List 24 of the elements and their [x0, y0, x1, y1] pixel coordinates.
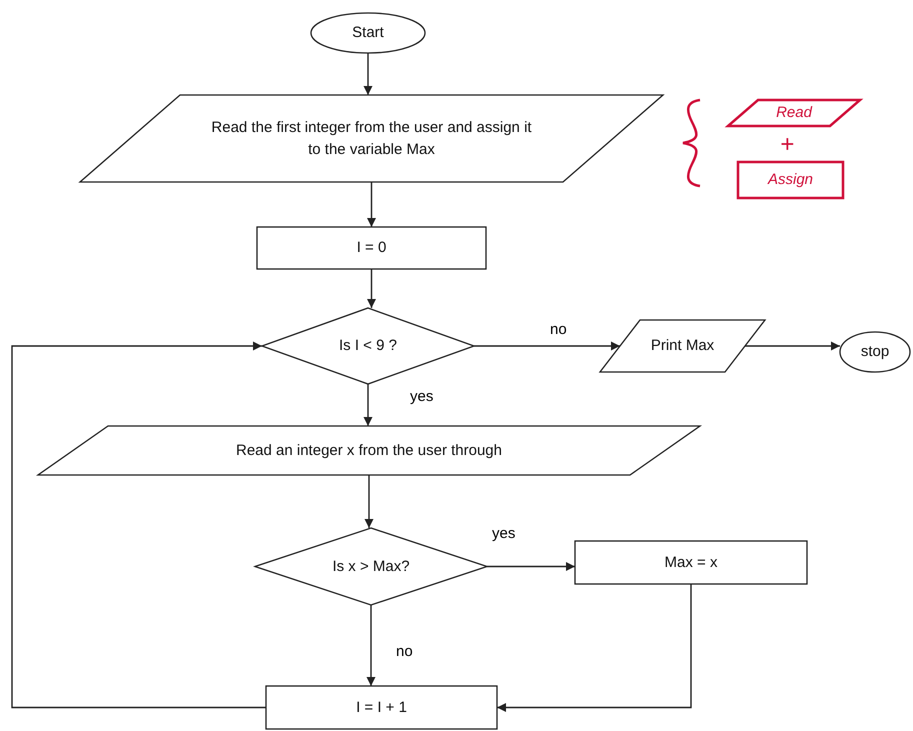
arrow — [364, 475, 374, 528]
arrow — [474, 342, 620, 350]
handwritten-text: Assign — [768, 170, 814, 190]
arrow — [367, 182, 376, 227]
node-text: Is I < 9 ? — [339, 336, 397, 356]
arrow — [497, 584, 692, 712]
arrow — [364, 384, 372, 426]
arrow — [487, 562, 575, 571]
node-text: Read the first integer from the user and assign it to the variable Max — [210, 118, 533, 160]
node-text: Print Max — [650, 336, 714, 356]
node-text: Read an integer x from the user through — [236, 440, 502, 461]
node-text: I = I + 1 — [356, 698, 407, 718]
node-text: stop — [860, 342, 890, 362]
node-text: Is x > Max? — [332, 556, 410, 577]
arrow — [367, 269, 376, 308]
handwritten-text: Read — [776, 103, 812, 124]
arrow — [366, 605, 376, 686]
arrow — [11, 342, 266, 708]
handwritten-note: + — [780, 133, 794, 157]
node-text: Max = x — [664, 552, 718, 573]
node-text: I = 0 — [356, 238, 386, 258]
node-text: Start — [352, 23, 384, 44]
arrow — [745, 342, 840, 350]
arrow — [364, 53, 372, 95]
